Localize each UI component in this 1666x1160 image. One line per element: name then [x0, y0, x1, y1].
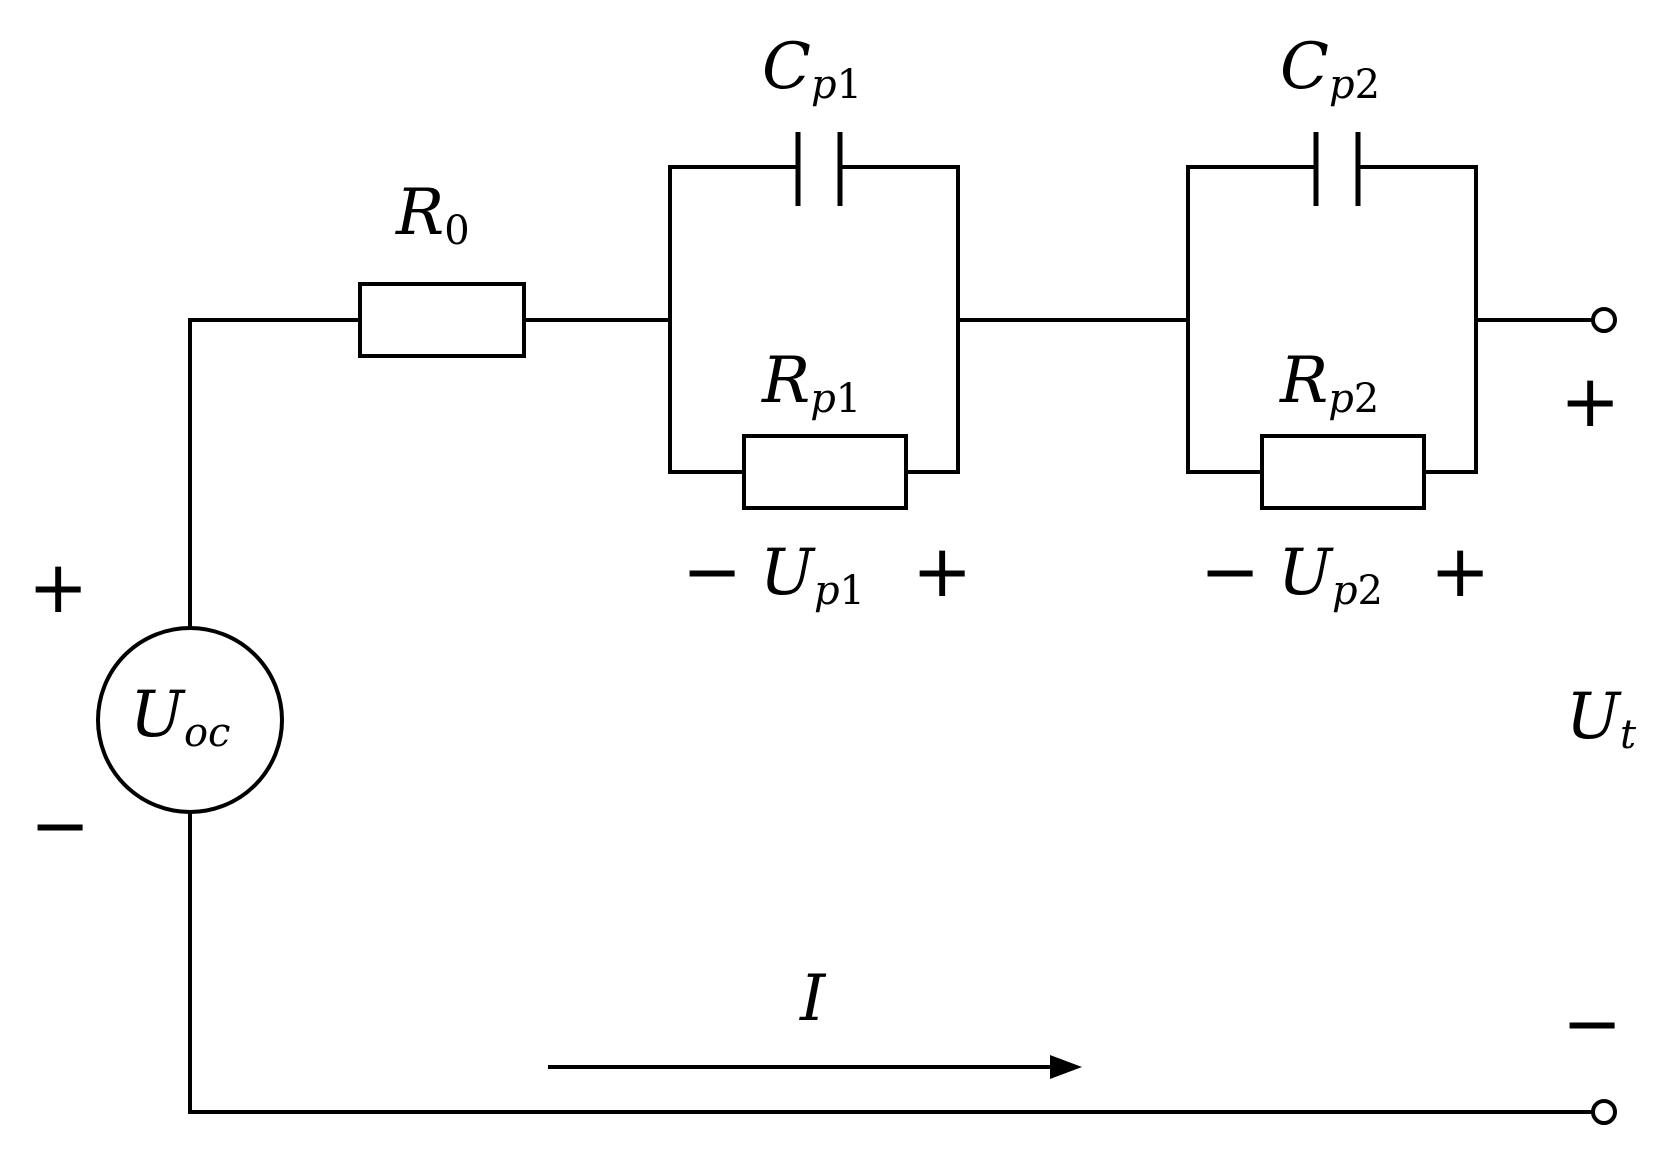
- current-arrow: [548, 1055, 1082, 1079]
- label-current: I: [799, 962, 827, 1036]
- label-ut: Ut: [1566, 680, 1637, 758]
- up1-minus-sign: −: [682, 529, 742, 613]
- label-cp1: Cp1: [762, 30, 862, 108]
- up2-minus-sign: −: [1200, 529, 1260, 613]
- label-up2: Up2: [1278, 536, 1383, 614]
- terminal-minus-sign: −: [1562, 981, 1622, 1065]
- resistor-rp2: [1260, 434, 1426, 510]
- capacitor-cp2: [1313, 132, 1361, 206]
- label-rp2: Rp2: [1279, 344, 1379, 422]
- capacitor-cp1: [795, 132, 843, 206]
- label-cp2: Cp2: [1280, 30, 1380, 108]
- voltage-source-uoc: [96, 626, 284, 814]
- label-r0: R0: [395, 176, 470, 254]
- terminal-negative: [1591, 1099, 1617, 1125]
- label-rp1: Rp1: [761, 344, 861, 422]
- resistor-rp1: [742, 434, 908, 510]
- source-minus-sign: −: [30, 783, 90, 867]
- source-plus-sign: +: [28, 545, 88, 629]
- up2-plus-sign: +: [1430, 529, 1490, 613]
- label-up1: Up1: [760, 536, 865, 614]
- wires: [188, 165, 1594, 1114]
- terminal-positive: [1591, 307, 1617, 333]
- up1-plus-sign: +: [912, 529, 972, 613]
- terminal-plus-sign: +: [1560, 359, 1620, 443]
- label-uoc: Uoc: [130, 678, 230, 756]
- resistor-r0: [358, 282, 526, 358]
